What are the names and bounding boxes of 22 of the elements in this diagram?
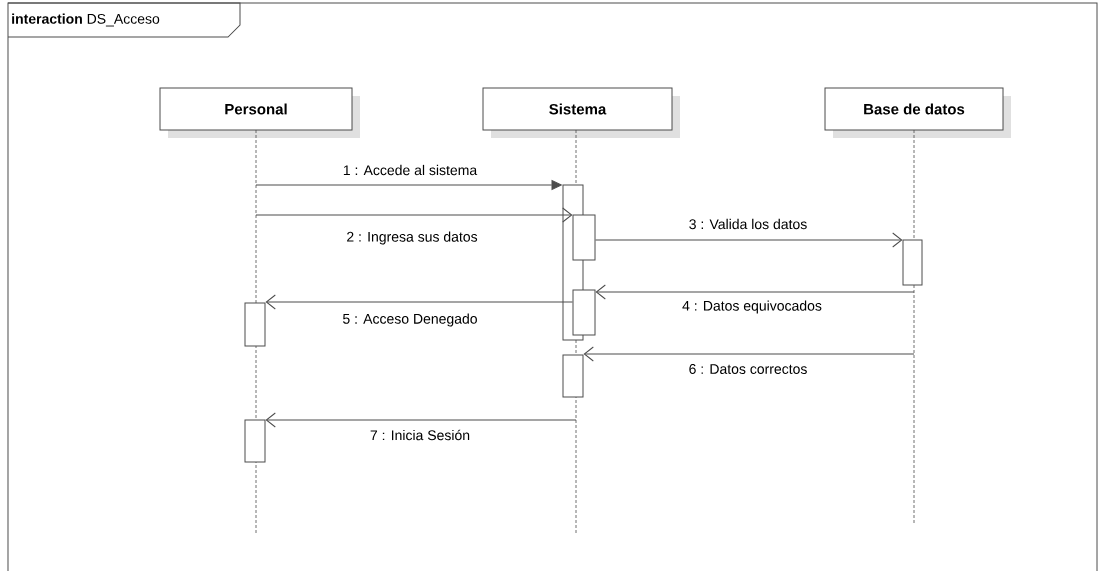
message-label: 5 : Acceso Denegado bbox=[341, 312, 479, 328]
lifeline-head: Personal bbox=[159, 87, 360, 138]
activation-bar bbox=[902, 239, 923, 286]
message-arrow bbox=[595, 232, 903, 248]
activation-bar bbox=[244, 419, 266, 463]
lifeline-head: Base de datos bbox=[824, 87, 1011, 138]
message-arrow bbox=[595, 284, 915, 300]
message-arrow bbox=[255, 180, 562, 190]
activation-bar bbox=[572, 289, 596, 336]
activation-bar bbox=[244, 302, 266, 347]
lifeline bbox=[913, 129, 915, 526]
message-arrow bbox=[265, 412, 577, 428]
lifeline-head: Sistema bbox=[482, 87, 680, 138]
activation-bar bbox=[562, 354, 584, 398]
message-label: 2 : Ingresa sus datos bbox=[345, 230, 479, 246]
message-arrow bbox=[255, 207, 573, 223]
message-arrow bbox=[265, 294, 573, 310]
message-label: 6 : Datos correctos bbox=[687, 363, 809, 375]
activation-bar bbox=[572, 214, 596, 261]
frame-title-tab: interaction DS_Acceso bbox=[7, 2, 241, 38]
message-arrow bbox=[583, 346, 915, 362]
message-label: 4 : Datos equivocados bbox=[681, 299, 823, 315]
